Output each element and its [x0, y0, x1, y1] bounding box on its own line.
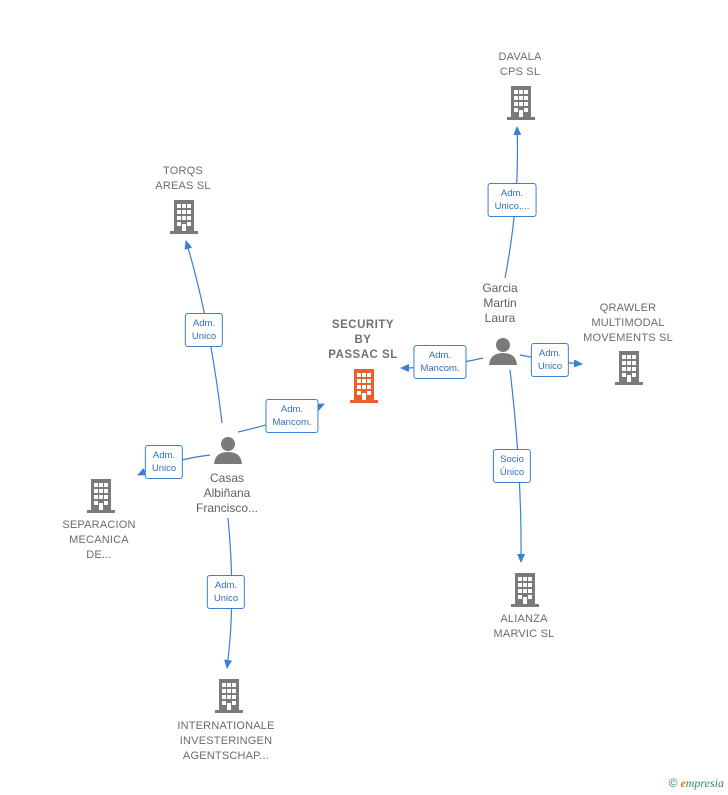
node-label-line: MARVIC SL	[493, 628, 555, 640]
building-icon[interactable]	[84, 478, 118, 514]
node-label-line: INTERNATIONALE	[177, 720, 275, 732]
node-label-line: DE...	[86, 549, 112, 561]
edge-label-garcia-security[interactable]: Adm. Mancom.	[413, 345, 467, 379]
edge-label-garcia-qrawler[interactable]: Adm. Unico	[530, 343, 570, 377]
building-icon[interactable]	[347, 368, 381, 404]
node-label-line: Laura	[484, 311, 516, 325]
node-label-line: MECANICA	[69, 534, 129, 546]
node-label-line: SECURITY	[331, 319, 395, 331]
node-label-line: SEPARACION	[62, 519, 136, 531]
edge-label-line: Socio	[500, 454, 524, 465]
node-label-davala[interactable]: DAVALA CPS SL	[499, 50, 542, 80]
edge-label-line: Unico	[191, 331, 217, 342]
node-label-line: Albiñana	[203, 486, 251, 500]
node-label-separacion[interactable]: SEPARACION MECANICA DE...	[62, 518, 135, 563]
person-icon[interactable]	[488, 336, 518, 366]
edge-label-line: Unico	[151, 463, 177, 474]
edge-label-garcia-alianza[interactable]: Socio Único	[492, 449, 532, 483]
building-icon[interactable]	[508, 572, 542, 608]
node-label-line: AGENTSCHAP...	[182, 750, 270, 762]
node-label-line: QRAWLER	[599, 302, 657, 314]
edge-label-line: Único	[499, 467, 525, 478]
building-icon[interactable]	[612, 350, 646, 386]
node-label-torqs[interactable]: TORQS AREAS SL	[155, 164, 210, 194]
node-label-line: Martin	[483, 296, 517, 310]
edge-label-line: Adm.	[214, 580, 238, 591]
building-icon[interactable]	[504, 85, 538, 121]
node-label-line: AREAS SL	[155, 180, 211, 192]
building-icon[interactable]	[212, 678, 246, 714]
edge-label-line: Unico	[537, 361, 563, 372]
node-label-line: BY	[354, 334, 372, 346]
empresia-watermark: © empresia	[669, 776, 724, 791]
edge-label-line: Unico,...	[494, 201, 530, 212]
person-icon[interactable]	[213, 435, 243, 465]
copyright-symbol: ©	[668, 776, 678, 790]
node-label-line: Garcia	[482, 281, 518, 295]
edge-label-casas-separacion[interactable]: Adm. Unico	[144, 445, 184, 479]
node-label-line: INVESTERINGEN	[179, 735, 273, 747]
node-label-line: DAVALA	[498, 51, 542, 63]
edge-label-casas-torqs[interactable]: Adm. Unico	[184, 313, 224, 347]
node-label-internationale[interactable]: INTERNATIONALE INVESTERINGEN AGENTSCHAP.…	[177, 719, 274, 764]
node-label-line: Casas	[209, 471, 245, 485]
edge-label-line: Mancom.	[420, 363, 460, 374]
node-label-garcia[interactable]: Garcia Martin Laura	[482, 281, 517, 326]
node-label-security[interactable]: SECURITY BY PASSAC SL	[328, 318, 397, 363]
node-label-line: Francisco...	[195, 501, 259, 515]
node-label-line: TORQS	[163, 165, 203, 177]
edge-label-line: Adm.	[428, 350, 452, 361]
node-label-alianza[interactable]: ALIANZA MARVIC SL	[494, 612, 555, 642]
brand-initial: e	[680, 776, 686, 790]
edge-label-garcia-davala[interactable]: Adm. Unico,...	[487, 183, 537, 217]
edge-label-line: Adm.	[192, 318, 216, 329]
node-label-qrawler[interactable]: QRAWLER MULTIMODAL MOVEMENTS SL	[583, 301, 673, 346]
edge-label-line: Adm.	[152, 450, 176, 461]
node-label-casas[interactable]: Casas Albiñana Francisco...	[196, 471, 258, 516]
node-label-line: PASSAC SL	[328, 349, 398, 361]
edge-label-line: Adm.	[280, 404, 304, 415]
edge-label-line: Adm.	[538, 348, 562, 359]
edge-label-line: Unico	[213, 593, 239, 604]
node-label-line: ALIANZA	[500, 613, 548, 625]
edge-label-line: Mancom.	[272, 417, 312, 428]
edge-label-casas-internationale[interactable]: Adm. Unico	[206, 575, 246, 609]
building-icon[interactable]	[167, 199, 201, 235]
node-label-line: MOVEMENTS SL	[583, 332, 673, 344]
node-label-line: MULTIMODAL	[591, 317, 665, 329]
edge-label-line: Adm.	[500, 188, 524, 199]
brand-name: mpresia	[685, 776, 724, 790]
node-label-line: CPS SL	[499, 66, 541, 78]
edge-label-casas-security[interactable]: Adm. Mancom.	[265, 399, 319, 433]
